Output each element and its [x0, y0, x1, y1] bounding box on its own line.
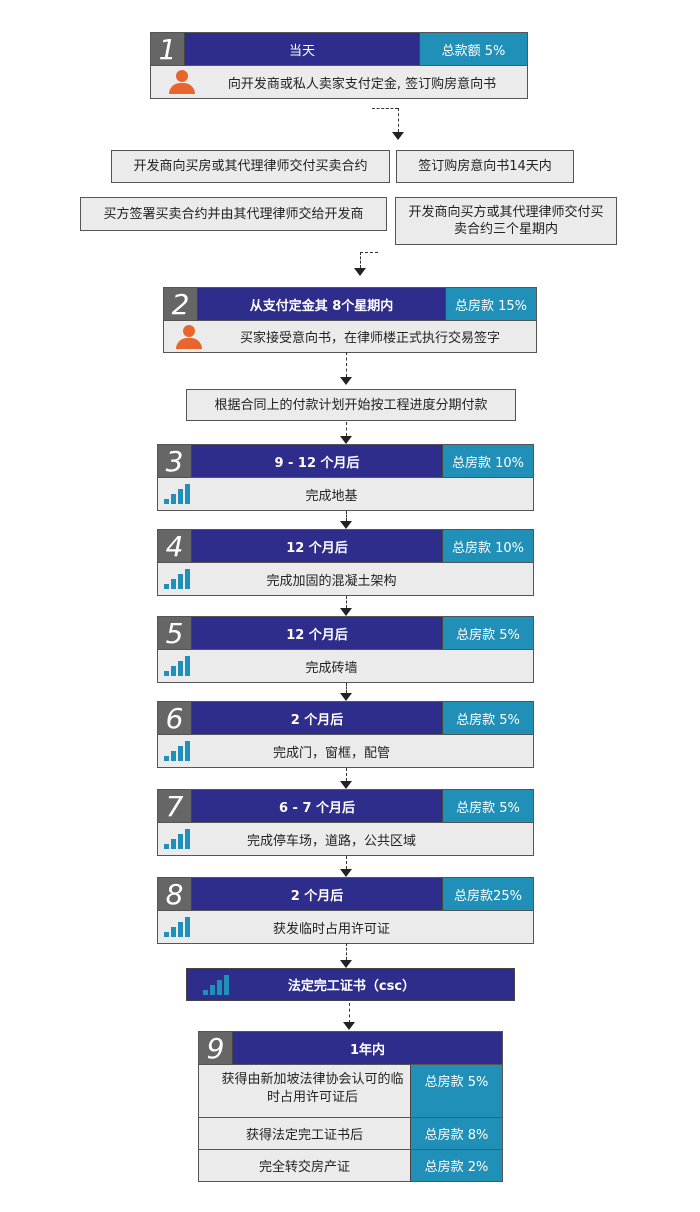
person-icon [167, 70, 197, 94]
stage-5: 5 12 个月后 总房款 5% 完成砖墙 [157, 616, 534, 683]
stage-description: 获发临时占用许可证 [272, 921, 390, 937]
arrow-down-icon [340, 608, 352, 616]
person-icon [174, 324, 204, 349]
payment-badge: 总房款 5% [442, 617, 533, 649]
arrow-down-icon [340, 693, 352, 701]
arrow-down-icon [340, 781, 352, 789]
stage-number: 2 [164, 288, 198, 321]
connector [346, 511, 347, 521]
bar-chart-icon [164, 484, 190, 504]
stage-title: 12 个月后 [286, 540, 348, 556]
stage-title: 6 - 7 个月后 [278, 800, 356, 816]
stage-description: 获得由新加坡法律协会认可的临时占用许可证后 [221, 1072, 404, 1105]
arrow-down-icon [343, 1022, 355, 1030]
stage-number: 4 [158, 530, 192, 563]
stage-number: 1 [151, 33, 185, 66]
connector [372, 108, 398, 109]
connector [346, 596, 347, 608]
side-box: 买方签署买卖合约并由其代理律师交给开发商 [80, 197, 387, 231]
stage-6: 6 2 个月后 总房款 5% 完成门，窗框，配管 [157, 701, 534, 768]
stage-description: 完成门，窗框，配管 [272, 745, 390, 761]
stage-8: 8 2 个月后 总房款25% 获发临时占用许可证 [157, 877, 534, 944]
bar-chart-icon [203, 974, 229, 995]
stage-title: 从支付定金其 8个星期内 [249, 298, 394, 314]
stage-title: 12 个月后 [286, 627, 348, 643]
arrow-down-icon [340, 960, 352, 968]
stage-number: 8 [158, 878, 192, 911]
stage-title: 1年内 [349, 1042, 386, 1058]
connector [349, 1003, 350, 1023]
connector [346, 856, 347, 869]
stage-number: 9 [199, 1032, 233, 1065]
bar-chart-icon [164, 829, 190, 849]
csc-title: 法定完工证书（csc） [287, 979, 416, 994]
bar-chart-icon [164, 656, 190, 676]
payment-badge: 总房款 5% [442, 790, 533, 822]
stage-4: 4 12 个月后 总房款 10% 完成加固的混凝土架构 [157, 529, 534, 596]
stage-description: 完成地基 [305, 488, 358, 504]
csc-milestone: 法定完工证书（csc） [186, 968, 515, 1001]
stage-description: 完成停车场，道路，公共区域 [246, 833, 416, 849]
stage-1: 1 当天 总款额 5% 向开发商或私人卖家支付定金, 签订购房意向书 [150, 32, 528, 99]
stage-description: 向开发商或私人卖家支付定金, 签订购房意向书 [227, 76, 497, 92]
payment-badge: 总房款 2% [410, 1150, 502, 1181]
stage-number: 3 [158, 445, 192, 478]
stage-description: 完全转交房产证 [258, 1160, 350, 1175]
arrow-down-icon [392, 132, 404, 140]
connector [360, 252, 361, 268]
stage-number: 7 [158, 790, 192, 823]
arrow-down-icon [340, 521, 352, 529]
connector [360, 252, 378, 253]
payment-badge: 总房款 5% [410, 1065, 502, 1117]
payment-badge: 总房款 8% [410, 1118, 502, 1149]
connector [346, 768, 347, 781]
arrow-down-icon [340, 436, 352, 444]
payment-badge: 总房款 10% [442, 530, 533, 562]
connector [398, 108, 399, 132]
side-box: 签订购房意向书14天内 [396, 150, 574, 183]
payment-badge: 总房款 15% [445, 288, 536, 320]
stage-description: 完成加固的混凝土架构 [266, 573, 397, 589]
payment-badge: 总房款25% [442, 878, 533, 910]
side-box: 开发商向买方或其代理律师交付买卖合约三个星期内 [395, 197, 617, 245]
stage-description: 买家接受意向书，在律师楼正式执行交易签字 [239, 331, 500, 346]
connector [346, 943, 347, 960]
arrow-down-icon [340, 869, 352, 877]
installment-note: 根据合同上的付款计划开始按工程进度分期付款 [186, 389, 516, 421]
arrow-down-icon [340, 377, 352, 385]
payment-badge: 总房款 5% [442, 702, 533, 734]
stage-title: 9 - 12 个月后 [274, 455, 360, 471]
stage-description: 完成砖墙 [305, 660, 358, 676]
bar-chart-icon [164, 917, 190, 937]
stage-number: 6 [158, 702, 192, 735]
stage-number: 5 [158, 617, 192, 650]
connector [346, 683, 347, 693]
arrow-down-icon [354, 268, 366, 276]
bar-chart-icon [164, 569, 190, 589]
bar-chart-icon [164, 741, 190, 761]
connector [346, 422, 347, 436]
stage-7: 7 6 - 7 个月后 总房款 5% 完成停车场，道路，公共区域 [157, 789, 534, 856]
stage-3: 3 9 - 12 个月后 总房款 10% 完成地基 [157, 444, 534, 511]
stage-description: 获得法定完工证书后 [245, 1128, 363, 1143]
stage-2: 2 从支付定金其 8个星期内 总房款 15% 买家接受意向书，在律师楼正式执行交… [163, 287, 537, 353]
connector [346, 352, 347, 377]
stage-title: 2 个月后 [290, 712, 344, 728]
stage-title: 当天 [288, 43, 315, 59]
stage-title: 2 个月后 [290, 888, 344, 904]
payment-badge: 总款额 5% [419, 33, 527, 65]
stage-9: 9 1年内 获得由新加坡法律协会认可的临时占用许可证后 总房款 5% 获得法定完… [198, 1031, 503, 1182]
payment-badge: 总房款 10% [442, 445, 533, 477]
side-box: 开发商向买房或其代理律师交付买卖合约 [111, 150, 390, 183]
